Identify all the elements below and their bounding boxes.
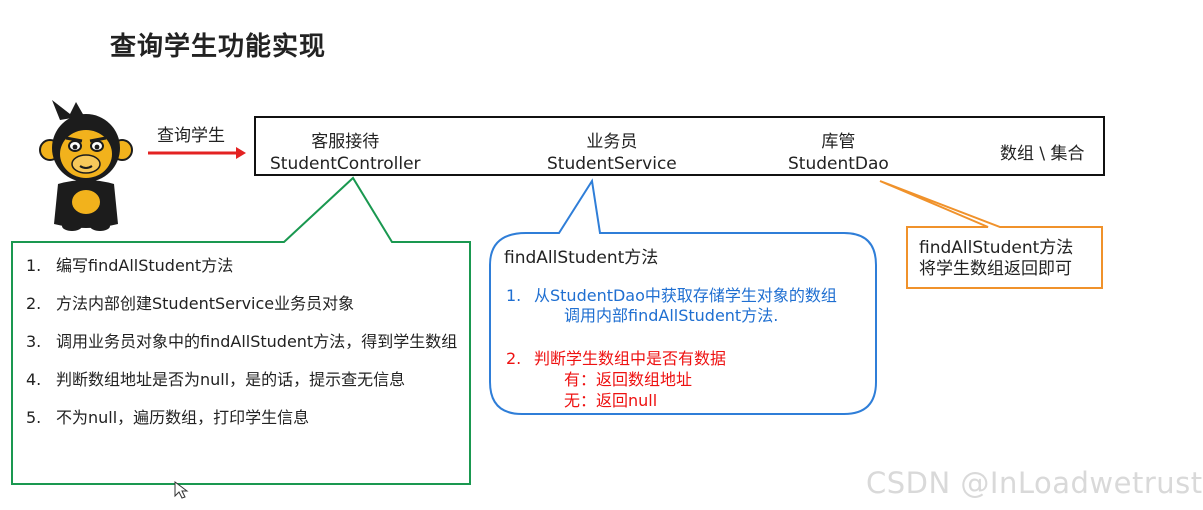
service-step-2-line-3: 无：返回null (564, 391, 658, 410)
service-role: 业务员 (586, 132, 638, 152)
service-callout-outline (489, 178, 877, 415)
layer-box (254, 116, 1105, 176)
step-text: 调用业务员对象中的findAllStudent方法，得到学生数组 (56, 332, 458, 351)
list-item: 2. 方法内部创建StudentService业务员对象 (26, 293, 466, 315)
service-step-2-line-2: 有：返回数组地址 (564, 370, 693, 389)
step-text: 判断数组地址是否为null，是的话，提示查无信息 (56, 370, 406, 389)
step-number: 1. (26, 256, 42, 275)
step-text: 方法内部创建StudentService业务员对象 (56, 294, 355, 313)
step-text: 编写findAllStudent方法 (56, 256, 234, 275)
dao-role: 库管 (821, 132, 856, 152)
step-number: 2. (26, 294, 42, 313)
service-step-1-line-1: 从StudentDao中获取存储学生对象的数组 (534, 286, 837, 305)
service-name: StudentService (547, 154, 677, 174)
dao-box-text: findAllStudent方法 将学生数组返回即可 (919, 238, 1073, 280)
dao-box-line-2: 将学生数组返回即可 (919, 259, 1072, 279)
list-item: 3. 调用业务员对象中的findAllStudent方法，得到学生数组 (26, 331, 466, 353)
controller-name: StudentController (270, 154, 421, 174)
list-item: 5. 不为null，遍历数组，打印学生信息 (26, 407, 466, 429)
dao-layer: 库管 StudentDao (788, 131, 889, 175)
list-item: 1. 编写findAllStudent方法 (26, 255, 466, 277)
query-student-label: 查询学生 (157, 126, 225, 146)
list-item: 4. 判断数组地址是否为null，是的话，提示查无信息 (26, 369, 466, 391)
step-text: 不为null，遍历数组，打印学生信息 (56, 408, 310, 427)
controller-callout-outline (11, 176, 471, 485)
dao-name: StudentDao (788, 154, 889, 174)
service-box-title: findAllStudent方法 (504, 248, 659, 268)
query-arrow-head (236, 147, 246, 159)
service-step-2-line-1: 判断学生数组中是否有数据 (534, 349, 727, 368)
watermark: CSDN @InLoadwetrust (866, 466, 1203, 500)
mouse-cursor-icon (174, 481, 189, 499)
page-title: 查询学生功能实现 (110, 32, 327, 62)
service-step-1-line-2: 调用内部findAllStudent方法. (564, 306, 779, 325)
dao-box-line-1: findAllStudent方法 (919, 238, 1074, 258)
controller-steps: 1. 编写findAllStudent方法 2. 方法内部创建StudentSe… (26, 255, 466, 429)
service-layer: 业务员 StudentService (547, 131, 677, 175)
dao-callout-outline (879, 180, 1103, 289)
step-number: 4. (26, 370, 42, 389)
service-step-1-number: 1. (506, 286, 522, 305)
service-step-2-number: 2. (506, 349, 522, 368)
controller-layer: 客服接待 StudentController (270, 131, 421, 175)
controller-role: 客服接待 (311, 132, 380, 152)
data-store-label: 数组 \ 集合 (1000, 144, 1085, 164)
step-number: 5. (26, 408, 42, 427)
step-number: 3. (26, 332, 42, 351)
monkey-mascot-icon (39, 100, 133, 231)
